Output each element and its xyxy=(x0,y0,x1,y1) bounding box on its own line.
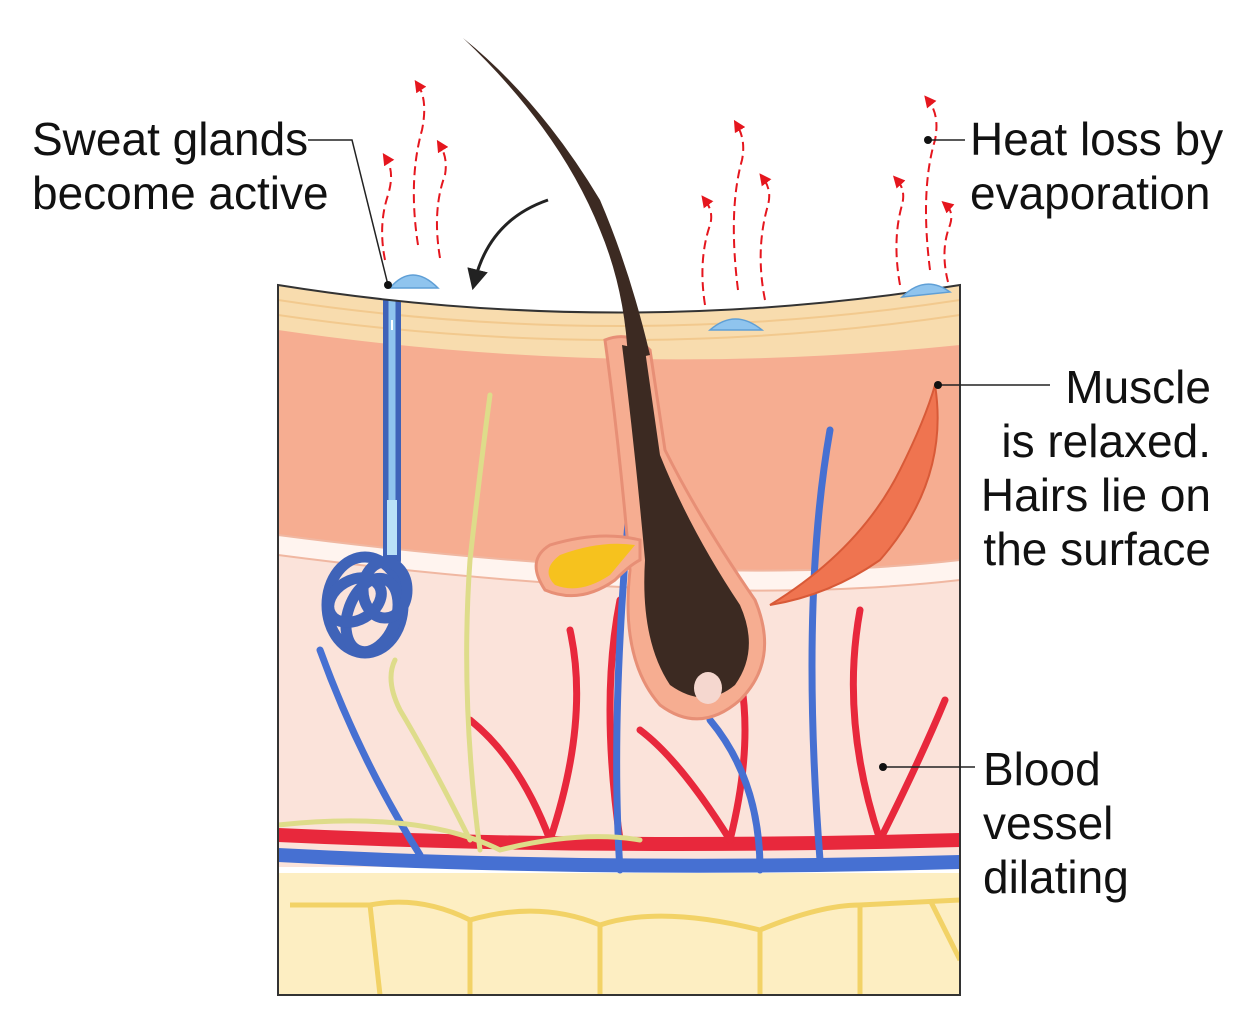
heat-wave-arrow-icon xyxy=(701,195,714,306)
curved-arrow-icon xyxy=(467,198,549,291)
subcutaneous-fat xyxy=(278,870,960,995)
heat-loss-arrows xyxy=(381,80,955,306)
sweat-droplet-icon xyxy=(708,318,765,331)
heat-wave-arrow-icon xyxy=(381,152,395,261)
label-sweat-line2: become active xyxy=(32,167,329,219)
heat-wave-arrow-icon xyxy=(412,80,427,246)
label-blood-vessel: Blood vessel dilating xyxy=(983,742,1129,904)
label-heat-line2: evaporation xyxy=(970,167,1211,219)
epidermis xyxy=(278,285,960,360)
label-blood-line1: Blood xyxy=(983,743,1101,795)
label-muscle-line1: Muscle xyxy=(1065,361,1211,413)
skin-section xyxy=(278,285,960,995)
label-muscle-line4: the surface xyxy=(983,523,1211,575)
sweat-droplets xyxy=(388,274,953,331)
heat-wave-arrow-icon xyxy=(892,175,906,286)
leader-lines xyxy=(308,139,1050,768)
label-blood-line3: dilating xyxy=(983,851,1129,903)
sebaceous-gland xyxy=(534,534,642,598)
leader-dot-icon xyxy=(384,281,392,289)
heat-wave-arrow-icon xyxy=(759,173,772,301)
label-muscle: Muscle is relaxed. Hairs lie on the surf… xyxy=(981,360,1211,576)
nerves xyxy=(278,392,643,853)
artery-main xyxy=(278,828,960,851)
label-sweat-line1: Sweat glands xyxy=(32,113,309,165)
leader-dot-icon xyxy=(924,136,932,144)
leader-dots xyxy=(384,136,942,771)
label-muscle-line3: Hairs lie on xyxy=(980,469,1211,521)
heat-wave-arrow-icon xyxy=(941,201,955,283)
hair-shaft xyxy=(463,38,650,360)
leader-dot-icon xyxy=(934,381,942,389)
fat-cells xyxy=(290,897,960,995)
label-muscle-line2: is relaxed. xyxy=(1001,415,1211,467)
leader-dot-icon xyxy=(879,763,887,771)
hair-follicle xyxy=(603,335,767,721)
sweat-droplet-icon xyxy=(388,274,440,289)
label-heat-line1: Heat loss by xyxy=(970,113,1224,165)
label-sweat-glands: Sweat glands become active xyxy=(32,112,329,220)
heat-wave-arrow-icon xyxy=(732,119,746,291)
sweat-gland xyxy=(321,285,413,659)
heat-wave-arrow-icon xyxy=(435,139,449,259)
heat-wave-arrow-icon xyxy=(924,95,938,271)
vein-main xyxy=(278,848,960,873)
sweat-droplet-icon xyxy=(899,283,953,298)
label-blood-line2: vessel xyxy=(983,797,1114,849)
arrector-pili-muscle xyxy=(769,384,939,606)
label-heat-loss: Heat loss by evaporation xyxy=(970,112,1223,220)
